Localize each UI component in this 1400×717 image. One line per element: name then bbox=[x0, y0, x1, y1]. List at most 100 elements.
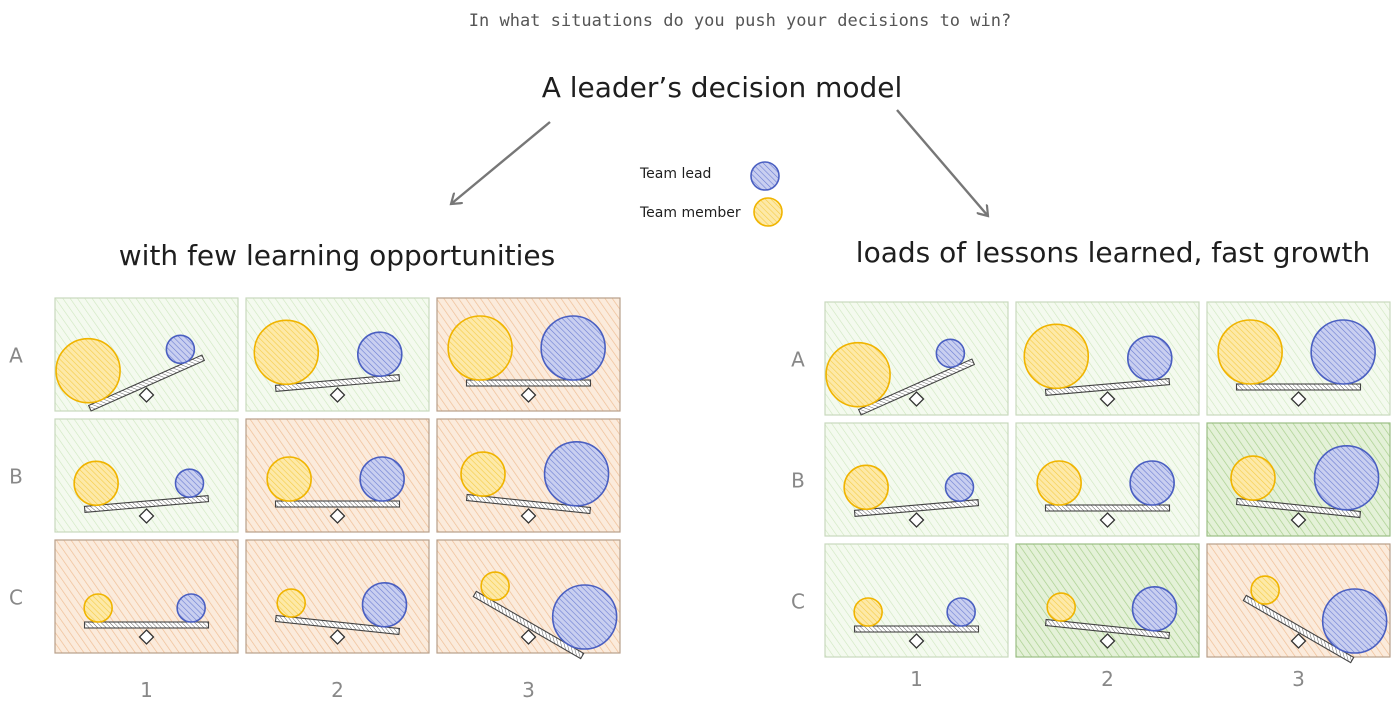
arrow-right bbox=[896, 109, 988, 216]
seesaw-beam bbox=[274, 614, 401, 636]
team-member-circle bbox=[1217, 319, 1283, 385]
seesaw-pivot bbox=[1290, 391, 1307, 407]
cell-B3 bbox=[1206, 422, 1391, 537]
team-member-circle bbox=[460, 451, 506, 497]
seesaw-pivot bbox=[138, 629, 155, 645]
seesaw-beam bbox=[857, 358, 976, 416]
team-member-circle bbox=[1250, 575, 1280, 605]
seesaw-pivot bbox=[1290, 633, 1307, 649]
panel-heading-left: with few learning opportunities bbox=[119, 239, 555, 272]
seesaw-beam bbox=[472, 590, 585, 660]
panel-heading-right: loads of lessons learned, fast growth bbox=[856, 236, 1370, 269]
row-label-B: B bbox=[791, 469, 805, 493]
column-label-3: 3 bbox=[1292, 667, 1305, 691]
team-member-circle bbox=[55, 337, 121, 404]
row-label-B: B bbox=[9, 465, 23, 489]
legend: Team lead Team member bbox=[639, 161, 783, 227]
seesaw-pivot bbox=[1290, 512, 1307, 528]
seesaw-pivot bbox=[138, 387, 155, 403]
grid-right: A B C 1 2 3 bbox=[791, 301, 1391, 691]
cell-B2 bbox=[245, 418, 430, 533]
team-member-circle bbox=[843, 464, 889, 511]
cell-C3 bbox=[1206, 543, 1391, 664]
cell-A1 bbox=[54, 297, 239, 412]
team-member-circle bbox=[253, 319, 320, 386]
team-lead-circle bbox=[1313, 445, 1380, 511]
cell-A3 bbox=[436, 297, 621, 412]
cell-A1 bbox=[824, 301, 1009, 416]
cell-C2 bbox=[1015, 543, 1200, 658]
column-label-1: 1 bbox=[910, 667, 923, 691]
column-label-1: 1 bbox=[140, 678, 153, 702]
team-lead-circle bbox=[540, 315, 606, 381]
cell-C3 bbox=[436, 539, 621, 660]
seesaw-beam bbox=[87, 354, 206, 412]
seesaw-beam bbox=[1044, 618, 1171, 640]
team-member-circle bbox=[1046, 592, 1076, 622]
cell-A2 bbox=[1015, 301, 1200, 416]
seesaw-pivot bbox=[329, 387, 346, 403]
team-lead-circle bbox=[946, 597, 976, 627]
seesaw-pivot bbox=[908, 633, 925, 649]
page-title: A leader’s decision model bbox=[542, 71, 903, 104]
team-member-circle bbox=[447, 315, 513, 381]
row-label-A: A bbox=[791, 348, 805, 372]
team-member-circle bbox=[1036, 460, 1082, 506]
seesaw-pivot bbox=[1099, 512, 1116, 528]
seesaw-pivot bbox=[138, 508, 155, 524]
arrow-left bbox=[451, 121, 551, 204]
cell-B1 bbox=[54, 418, 239, 533]
team-lead-circle bbox=[165, 334, 196, 365]
team-lead-circle bbox=[944, 472, 975, 502]
seesaw-beam bbox=[274, 374, 401, 392]
seesaw-pivot bbox=[329, 629, 346, 645]
team-lead-circle bbox=[543, 441, 610, 507]
team-lead-circle bbox=[1129, 460, 1175, 506]
seesaw-beam bbox=[853, 625, 980, 633]
team-member-circle bbox=[266, 456, 312, 502]
seesaw-beam bbox=[465, 379, 592, 387]
team-member-circle bbox=[83, 593, 113, 623]
team-member-circle bbox=[1230, 455, 1276, 501]
team-lead-circle bbox=[174, 468, 205, 498]
team-member-circle bbox=[480, 571, 510, 601]
legend-team-lead-label: Team lead bbox=[639, 166, 711, 182]
seesaw-beam bbox=[1044, 378, 1171, 396]
cell-C1 bbox=[54, 539, 239, 654]
cell-C2 bbox=[245, 539, 430, 654]
cell-B3 bbox=[436, 418, 621, 533]
team-member-circle bbox=[276, 588, 306, 618]
seesaw-pivot bbox=[908, 391, 925, 407]
seesaw-pivot bbox=[329, 508, 346, 524]
seesaw-pivot bbox=[1099, 633, 1116, 649]
seesaw-pivot bbox=[1099, 391, 1116, 407]
seesaw-beam bbox=[274, 500, 401, 508]
legend-team-lead-swatch bbox=[750, 161, 780, 191]
team-lead-circle bbox=[176, 593, 206, 623]
column-label-2: 2 bbox=[1101, 667, 1114, 691]
column-label-2: 2 bbox=[331, 678, 344, 702]
row-label-C: C bbox=[791, 590, 805, 614]
team-member-circle bbox=[825, 341, 891, 408]
seesaw-beam bbox=[1242, 594, 1355, 664]
row-label-C: C bbox=[9, 586, 23, 610]
seesaw-beam bbox=[83, 495, 210, 513]
team-lead-circle bbox=[551, 584, 618, 650]
cell-C1 bbox=[824, 543, 1009, 658]
team-lead-circle bbox=[356, 331, 403, 378]
seesaw-pivot bbox=[520, 629, 537, 645]
seesaw-pivot bbox=[520, 508, 537, 524]
question-text: In what situations do you push your deci… bbox=[469, 11, 1011, 31]
cell-B2 bbox=[1015, 422, 1200, 537]
seesaw-pivot bbox=[908, 512, 925, 528]
team-lead-circle bbox=[1126, 335, 1173, 382]
team-lead-circle bbox=[1321, 588, 1388, 654]
legend-team-member-label: Team member bbox=[639, 205, 741, 221]
seesaw-beam bbox=[853, 499, 980, 517]
seesaw-beam bbox=[83, 621, 210, 629]
team-lead-circle bbox=[359, 456, 405, 502]
team-member-circle bbox=[1023, 323, 1090, 390]
team-member-circle bbox=[853, 597, 883, 627]
seesaw-pivot bbox=[520, 387, 537, 403]
